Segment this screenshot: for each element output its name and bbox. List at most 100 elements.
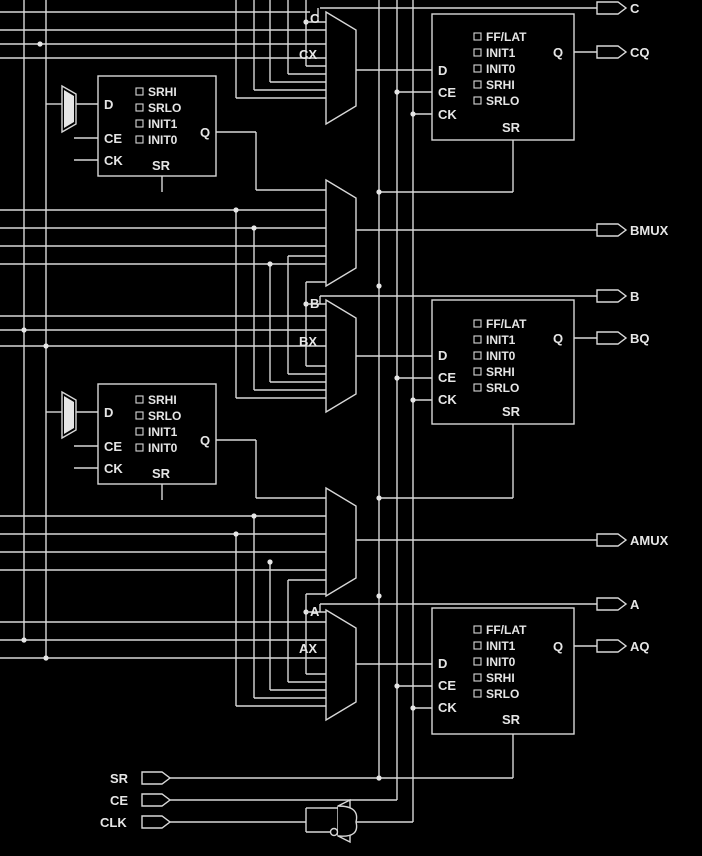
flipflop-c-sr-pin: SR (502, 120, 521, 135)
output-label-a: A (630, 597, 640, 612)
b-region-wires (0, 131, 597, 501)
option-label: FF/LAT (486, 623, 527, 637)
checkbox (135, 119, 144, 128)
flipflop-b (431, 299, 575, 425)
output-label-bmux: BMUX (630, 223, 669, 238)
checkbox (135, 411, 144, 420)
option-label: SRLO (486, 687, 519, 701)
option-label: SRHI (486, 365, 515, 379)
flipflop-a-ck-pin: CK (438, 700, 457, 715)
flipflop-c-ck-pin: CK (438, 107, 457, 122)
mux-label-ax: AX (299, 641, 317, 656)
latch-upper-options: SRHI SRLO INIT1 INIT0 (135, 85, 181, 147)
checkbox (473, 32, 482, 41)
option-label: INIT1 (486, 333, 516, 347)
flipflop-b-sr-pin: SR (502, 404, 521, 419)
option-label: INIT0 (148, 441, 178, 455)
flipflop-a-q-pin: Q (553, 639, 563, 654)
checkbox (473, 657, 482, 666)
control-buses (378, 0, 414, 822)
mux-label-b: B (310, 296, 319, 311)
left-vertical-buses (23, 0, 47, 658)
output-arrow-amux (596, 533, 628, 547)
latch-upper-ck-pin: CK (104, 153, 123, 168)
option-label: INIT0 (486, 62, 516, 76)
flipflop-c-options: FF/LAT INIT1 INIT0 SRHI SRLO (473, 30, 527, 108)
checkbox (473, 48, 482, 57)
output-arrow-aq (596, 639, 628, 653)
option-label: FF/LAT (486, 317, 527, 331)
output-label-cq: CQ (630, 45, 650, 60)
input-arrow-ce (141, 793, 172, 807)
checkbox (473, 625, 482, 634)
flipflop-b-d-pin: D (438, 348, 447, 363)
checkbox (135, 103, 144, 112)
option-label: INIT1 (486, 46, 516, 60)
flipflop-b-ck-pin: CK (438, 392, 457, 407)
mux-bmux (325, 178, 357, 288)
flipflop-a (431, 607, 575, 735)
option-label: SRLO (486, 381, 519, 395)
mux-label-a: A (310, 604, 320, 619)
latch-lower-ce-pin: CE (104, 439, 122, 454)
checkbox (473, 351, 482, 360)
bottom-input-wires (170, 799, 413, 823)
flipflop-b-options: FF/LAT INIT1 INIT0 SRHI SRLO (473, 317, 527, 395)
flipflop-c-ce-pin: CE (438, 85, 456, 100)
input-label-ce: CE (110, 793, 128, 808)
checkbox (473, 80, 482, 89)
checkbox (135, 87, 144, 96)
latch-lower-d-pin: D (104, 405, 113, 420)
output-label-b: B (630, 289, 639, 304)
input-label-clk: CLK (100, 815, 127, 830)
latch-lower-options: SRHI SRLO INIT1 INIT0 (135, 393, 181, 455)
checkbox (473, 383, 482, 392)
flipflop-a-options: FF/LAT INIT1 INIT0 SRHI SRLO (473, 623, 527, 701)
checkbox (473, 64, 482, 73)
option-label: INIT1 (148, 117, 178, 131)
output-label-amux: AMUX (630, 533, 669, 548)
checkbox (473, 689, 482, 698)
a-region-wires (0, 439, 597, 781)
output-label-bq: BQ (630, 331, 650, 346)
input-arrows (141, 771, 172, 829)
flipflop-a-d-pin: D (438, 656, 447, 671)
checkbox (473, 367, 482, 376)
latch-mux-upper (61, 84, 77, 134)
latch-upper-ce-pin: CE (104, 131, 122, 146)
checkbox (473, 335, 482, 344)
output-arrows (596, 1, 628, 653)
checkbox (135, 395, 144, 404)
output-arrow-bmux (596, 223, 628, 237)
output-arrow-a (596, 597, 628, 611)
output-arrow-c (596, 1, 628, 15)
latch-upper-d-pin: D (104, 97, 113, 112)
output-label-aq: AQ (630, 639, 650, 654)
output-label-c: C (630, 1, 640, 16)
checkbox (135, 135, 144, 144)
option-label: INIT0 (148, 133, 178, 147)
checkbox (473, 96, 482, 105)
latch-lower-sr-pin: SR (152, 466, 171, 481)
mux-label-cx: CX (299, 47, 317, 62)
top-region-wires (0, 0, 597, 195)
option-label: SRHI (148, 85, 177, 99)
option-label: SRLO (148, 409, 181, 423)
latch-upper-q-pin: Q (200, 125, 210, 140)
input-label-sr: SR (110, 771, 129, 786)
inverter-bubble (329, 827, 339, 837)
checkbox (473, 319, 482, 328)
flipflop-b-ce-pin: CE (438, 370, 456, 385)
latch-lower-ck-pin: CK (104, 461, 123, 476)
mux-b-upper (325, 298, 357, 414)
flipflop-c-d-pin: D (438, 63, 447, 78)
latch-lower-q-pin: Q (200, 433, 210, 448)
checkbox (135, 443, 144, 452)
flipflop-c (431, 13, 575, 141)
option-label: SRHI (486, 78, 515, 92)
clock-invert-mux (305, 798, 358, 844)
latch-upper (97, 75, 217, 177)
mux-amux (325, 486, 357, 598)
output-arrow-cq (596, 45, 628, 59)
